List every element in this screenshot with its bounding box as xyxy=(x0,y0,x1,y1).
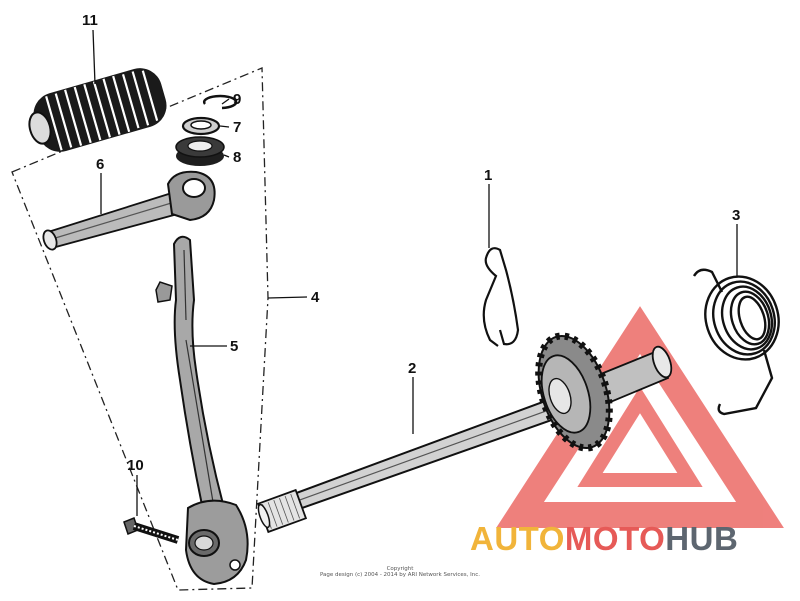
watermark-word-hub: HUB xyxy=(665,520,739,557)
collar-part xyxy=(175,136,225,166)
callout-7: 7 xyxy=(233,119,241,136)
return-spring-part xyxy=(692,268,780,416)
kick-lever-part xyxy=(155,235,249,586)
copyright-notice: Copyright Page design (c) 2004 - 2014 by… xyxy=(300,566,500,578)
drive-gear-part xyxy=(535,332,613,452)
callout-11: 11 xyxy=(82,12,98,29)
callout-4: 4 xyxy=(311,289,320,306)
callout-5: 5 xyxy=(230,338,238,355)
washer-part xyxy=(181,116,221,136)
rubber-grip-part xyxy=(28,68,167,152)
watermark-word-auto: AUTO xyxy=(470,520,565,557)
copyright-line-1: Copyright xyxy=(386,566,414,572)
copyright-line-2: Page design (c) 2004 - 2014 by ARI Netwo… xyxy=(319,572,481,578)
callout-6: 6 xyxy=(96,156,104,173)
callout-1: 1 xyxy=(484,167,492,184)
leader-lines xyxy=(92,29,738,516)
circlip-part xyxy=(202,94,238,110)
spring-clip-part xyxy=(482,247,520,347)
spindle-shaft-part xyxy=(256,345,673,534)
automotohub-watermark: AUTOMOTOHUB xyxy=(470,520,790,560)
callout-2: 2 xyxy=(408,360,416,377)
callout-3: 3 xyxy=(732,207,740,224)
bolt-part xyxy=(123,517,180,544)
assembly-boundary-dashed xyxy=(11,67,269,591)
pedal-arm-part xyxy=(42,170,216,251)
watermark-word-moto: MOTO xyxy=(564,520,666,557)
callout-10: 10 xyxy=(127,457,144,474)
callout-8: 8 xyxy=(233,149,241,166)
callout-9: 9 xyxy=(233,91,241,108)
